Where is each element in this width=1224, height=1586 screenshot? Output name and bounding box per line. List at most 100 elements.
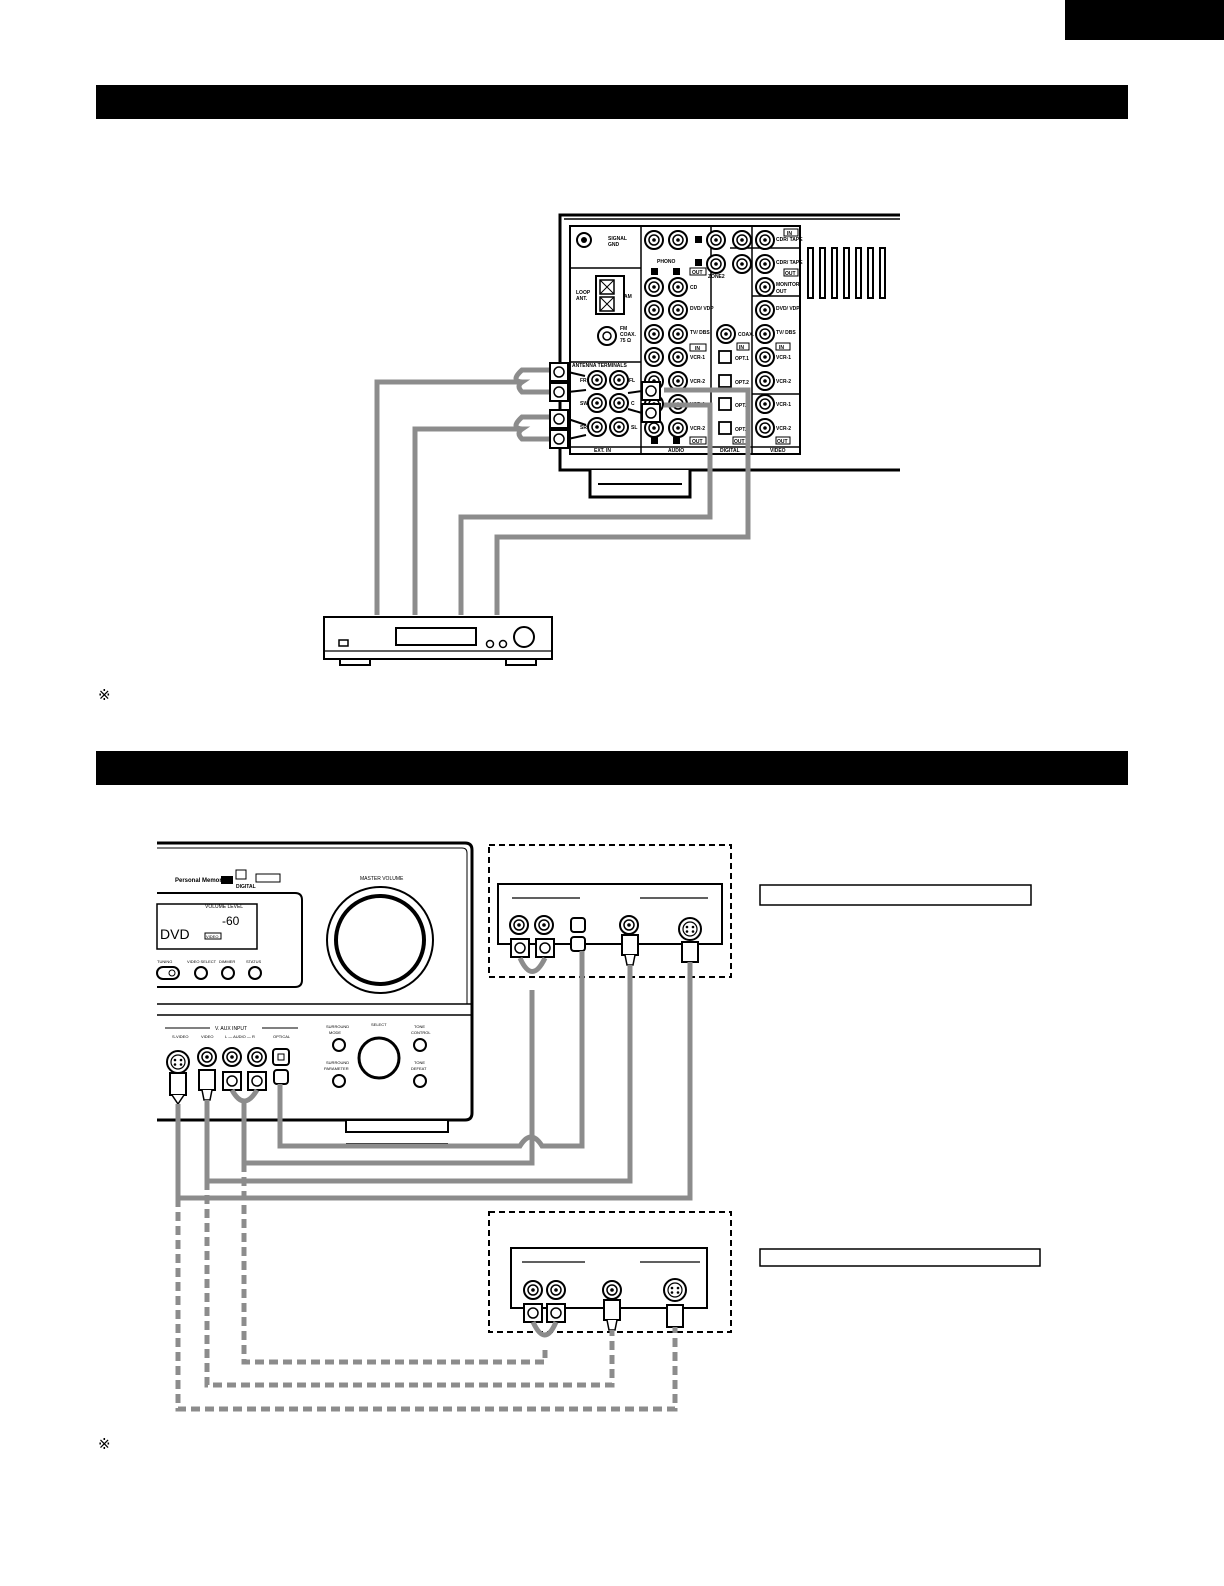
svg-text:DIMMER: DIMMER <box>219 959 235 964</box>
svg-text:VIDEO SELECT: VIDEO SELECT <box>187 959 217 964</box>
footnote-mark-1: ※ <box>98 687 111 704</box>
select-knob[interactable] <box>357 1036 401 1080</box>
svg-text:OPT.2: OPT.2 <box>735 380 749 386</box>
master-volume-label: MASTER VOLUME <box>360 876 404 882</box>
svg-text:TONE: TONE <box>414 1060 425 1065</box>
zone2-label: ZONE2 <box>708 274 725 280</box>
svg-text:SW: SW <box>580 401 588 407</box>
svg-text:ANT.: ANT. <box>576 296 588 302</box>
svg-text:VCR-1: VCR-1 <box>776 402 791 408</box>
svg-text:VCR-1: VCR-1 <box>776 355 791 361</box>
svg-text:OUT: OUT <box>734 439 745 445</box>
display-volume: -60 <box>222 914 240 928</box>
aux-jacks <box>166 1047 290 1074</box>
ext-in-label: EXT. IN <box>594 448 611 454</box>
video-select-button[interactable] <box>194 966 208 980</box>
svg-text:CDR/ TAPE: CDR/ TAPE <box>776 260 803 266</box>
volume-knob-icon[interactable] <box>326 886 434 994</box>
surround-parameter-button[interactable] <box>332 1074 346 1088</box>
svg-text:TUNING: TUNING <box>157 959 172 964</box>
antenna-terminals-label: ANTENNA TERMINALS <box>572 363 627 369</box>
device-1-label-box <box>759 884 1032 906</box>
svg-text:OUT: OUT <box>692 439 703 445</box>
svg-text:SURROUND: SURROUND <box>326 1024 349 1029</box>
svg-text:DVD/ VDP: DVD/ VDP <box>776 306 800 312</box>
svg-text:COAX.: COAX. <box>738 332 754 338</box>
svg-text:TV/ DBS: TV/ DBS <box>776 330 796 336</box>
signal-gnd-label: SIGNAL <box>608 236 627 242</box>
svg-text:OUT: OUT <box>776 289 787 295</box>
svg-text:IN: IN <box>739 345 744 351</box>
device-1-plugs <box>510 934 699 966</box>
svg-text:VIDEO: VIDEO <box>206 934 218 939</box>
status-button[interactable] <box>248 966 262 980</box>
lower-cables-dashed <box>175 1163 678 1412</box>
svg-text:OUT: OUT <box>692 270 703 276</box>
personal-memory-label: Personal Memory <box>175 878 226 884</box>
svg-text:TV/ DBS: TV/ DBS <box>690 330 710 336</box>
aux-plugs <box>169 1069 289 1106</box>
svg-text:DVD/ VDP: DVD/ VDP <box>690 306 714 312</box>
lower-cables-solid <box>175 951 693 1201</box>
svg-text:IN: IN <box>695 346 700 352</box>
svg-text:OPTICAL: OPTICAL <box>273 1034 291 1039</box>
svg-text:SR: SR <box>580 425 587 431</box>
svg-text:TONE: TONE <box>414 1024 425 1029</box>
svg-text:VCR-2: VCR-2 <box>776 426 791 432</box>
tone-defeat-button[interactable] <box>413 1074 427 1088</box>
v-aux-input-label: V. AUX INPUT <box>215 1026 247 1032</box>
digital-label: DIGITAL <box>720 448 740 454</box>
svg-text:OUT: OUT <box>777 439 788 445</box>
svg-text:STATUS: STATUS <box>246 959 262 964</box>
svg-text:PARAMETER: PARAMETER <box>324 1066 349 1071</box>
section-header-bar-1 <box>96 85 1128 119</box>
optical-jacks <box>718 350 732 435</box>
upper-plugs <box>549 362 661 449</box>
svg-text:GND: GND <box>608 242 620 248</box>
footnote-mark-2: ※ <box>98 1436 111 1453</box>
svg-text:SURROUND: SURROUND <box>326 1060 349 1065</box>
display-source: DVD <box>160 926 190 942</box>
vent-slots <box>807 247 886 299</box>
tone-control-button[interactable] <box>413 1038 427 1052</box>
svg-text:SL: SL <box>631 425 637 431</box>
svg-text:VCR-1: VCR-1 <box>690 355 705 361</box>
svg-text:75 Ω: 75 Ω <box>620 338 631 344</box>
section-header-bar-2 <box>96 751 1128 785</box>
loop-ant-label: LOOP <box>576 290 591 296</box>
svg-text:CONTROL: CONTROL <box>411 1030 431 1035</box>
surround-mode-button[interactable] <box>332 1038 346 1052</box>
svg-text:FR: FR <box>580 378 587 384</box>
svg-text:CD: CD <box>690 285 698 291</box>
receiver-rear-panel: SIGNAL GND LOOP ANT. AM FM COAX. 75 Ω AN… <box>558 213 900 499</box>
svg-text:DEFEAT: DEFEAT <box>411 1066 427 1071</box>
receiver-front-panel: Personal Memory DIGITAL VOLUME LEVEL DVD… <box>156 841 474 1145</box>
svg-text:MONITOR: MONITOR <box>776 282 800 288</box>
svg-text:CDR/ TAPE: CDR/ TAPE <box>776 237 803 243</box>
svg-text:VCR-2: VCR-2 <box>690 426 705 432</box>
svg-text:VCR-2: VCR-2 <box>690 379 705 385</box>
svg-text:C: C <box>631 401 635 407</box>
svg-text:DIGITAL: DIGITAL <box>236 884 256 890</box>
dimmer-button[interactable] <box>221 966 235 980</box>
svg-text:S-VIDEO: S-VIDEO <box>172 1034 188 1039</box>
audio-label: AUDIO <box>668 448 684 454</box>
svg-text:VCR-2: VCR-2 <box>776 379 791 385</box>
upper-cables <box>374 367 751 615</box>
phono-label: PHONO <box>657 259 675 265</box>
decoder-unit-icon <box>323 616 553 666</box>
volume-level-label: VOLUME LEVEL <box>205 904 243 910</box>
svg-text:COAX.: COAX. <box>620 332 636 338</box>
svg-text:IN: IN <box>787 231 792 237</box>
fm-label: FM <box>620 326 627 332</box>
am-label: AM <box>624 294 632 300</box>
svg-text:VIDEO: VIDEO <box>201 1034 213 1039</box>
svg-text:FL: FL <box>629 378 635 384</box>
svg-text:OPT.3: OPT.3 <box>735 403 749 409</box>
video-label: VIDEO <box>770 448 786 454</box>
svg-text:OPT.1: OPT.1 <box>735 356 749 362</box>
svg-text:OPT.4: OPT.4 <box>735 427 749 433</box>
svg-text:SELECT: SELECT <box>371 1022 387 1027</box>
svg-text:OUT: OUT <box>785 271 796 277</box>
